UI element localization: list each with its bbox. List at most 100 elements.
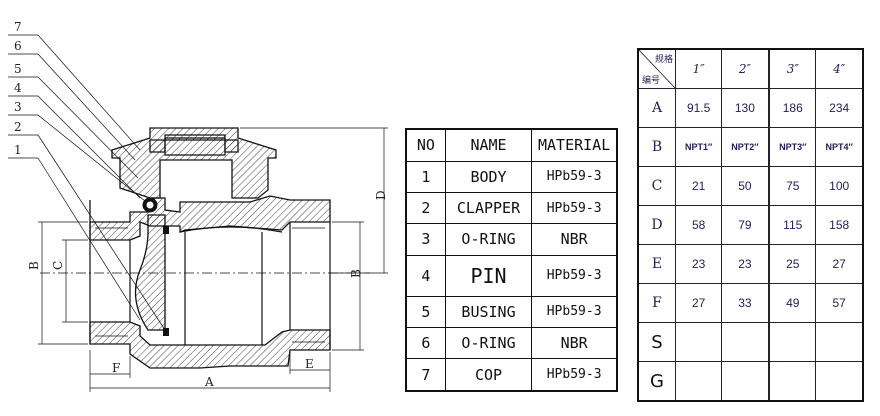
dim-value: 21 [674,166,723,206]
size-header: 2″ [721,48,769,89]
part-no: 2 [405,191,446,225]
part-material: HPb59-3 [531,295,618,329]
dim-value [721,361,769,402]
dim-value: 91.5 [674,88,723,128]
dim-label-a: A [204,375,214,389]
part-material: HPb59-3 [531,358,618,392]
row-label: C [637,166,676,206]
table-row: 7 COP HPb59-3 [405,358,618,392]
callout-2: 2 [14,120,22,134]
size-header: 1″ [674,48,723,89]
row-label: G [637,361,676,402]
part-no: 7 [405,358,446,392]
dims-header-row: 规格 编号 1″ 2″ 3″ 4″ [637,48,864,89]
header-no: NO [405,128,446,162]
dim-value: 33 [721,283,769,323]
dim-value: 234 [815,88,864,128]
callout-7: 7 [14,20,22,34]
dimension-table: 规格 编号 1″ 2″ 3″ 4″ A 91.5 130 186 234 B N… [637,48,864,402]
dim-value: 25 [769,244,817,284]
dim-label-b: B [27,261,41,270]
dim-value: 100 [815,166,864,206]
table-row: E 23 23 25 27 [637,244,864,284]
part-no: 6 [405,326,446,360]
dim-value: 58 [674,205,723,245]
dimension-lines [38,127,388,392]
dim-value: 115 [769,205,817,245]
table-row: 4 PIN HPb59-3 [405,254,618,297]
table-row: 3 O-RING NBR [405,223,618,256]
header-name: NAME [444,128,533,162]
part-name: BUSING [444,295,533,329]
part-name: COP [444,358,533,392]
dim-value: 27 [815,244,864,284]
part-name: PIN [444,254,533,297]
part-no: 1 [405,160,446,193]
dim-value: 186 [769,88,817,128]
dim-value: 49 [769,283,817,323]
row-label: F [637,283,676,323]
header-material: MATERIAL [531,128,618,162]
dim-value: NPT4″ [815,127,864,167]
callout-3: 3 [14,100,22,114]
dim-value [674,322,723,362]
dim-label-e: E [305,357,314,371]
part-no: 4 [405,254,446,297]
part-name: O-RING [444,326,533,360]
size-header: 4″ [815,48,864,89]
parts-table: NO NAME MATERIAL 1 BODY HPb59-3 2 CLAPPE… [405,128,618,392]
diagonal-divider [639,50,675,88]
row-label: E [637,244,676,284]
part-name: O-RING [444,223,533,256]
part-name: BODY [444,160,533,193]
dim-value: 23 [721,244,769,284]
dim-label-c: C [51,261,65,270]
row-label: D [637,205,676,245]
row-label: A [637,88,676,128]
dim-value [815,361,864,402]
part-material: NBR [531,326,618,360]
table-row: 2 CLAPPER HPb59-3 [405,191,618,225]
table-row: C 21 50 75 100 [637,166,864,206]
valve-section-drawing: 7 6 5 4 3 2 1 [8,20,388,392]
callout-1: 1 [14,143,22,157]
dim-value [721,322,769,362]
corner-top-label: 规格 [654,55,673,65]
dim-value [769,361,817,402]
part-material: HPb59-3 [531,191,618,225]
part-no: 3 [405,223,446,256]
part-material: HPb59-3 [531,160,618,193]
table-row: S [637,322,864,362]
row-label: B [637,127,676,167]
valve-body [89,127,331,369]
dim-label-b-right: B [349,269,363,278]
callout-4: 4 [14,81,22,95]
dim-value: 23 [674,244,723,284]
table-row: G [637,361,864,402]
parts-header-row: NO NAME MATERIAL [405,128,618,162]
callout-labels: 7 6 5 4 3 2 1 [14,20,22,157]
corner-bottom-label: 编号 [642,76,661,86]
dim-value: 57 [815,283,864,323]
table-row: A 91.5 130 186 234 [637,88,864,128]
dim-value [769,322,817,362]
dim-value: NPT1″ [674,127,723,167]
table-row: 6 O-RING NBR [405,326,618,360]
part-material: HPb59-3 [531,254,618,297]
dim-label-d: D [374,190,388,200]
table-row: B NPT1″ NPT2″ NPT3″ NPT4″ [637,127,864,167]
size-header: 3″ [769,48,817,89]
table-row: 5 BUSING HPb59-3 [405,295,618,329]
row-label: S [637,322,676,362]
table-row: 1 BODY HPb59-3 [405,160,618,193]
dim-value: 75 [769,166,817,206]
dim-label-f: F [112,361,120,375]
dims-corner-cell: 规格 编号 [637,48,676,89]
table-row: F 27 33 49 57 [637,283,864,323]
table-row: D 58 79 115 158 [637,205,864,245]
dim-value: NPT3″ [769,127,817,167]
dim-value [674,361,723,402]
dim-value: 79 [721,205,769,245]
dim-value: NPT2″ [721,127,769,167]
dim-value: 130 [721,88,769,128]
